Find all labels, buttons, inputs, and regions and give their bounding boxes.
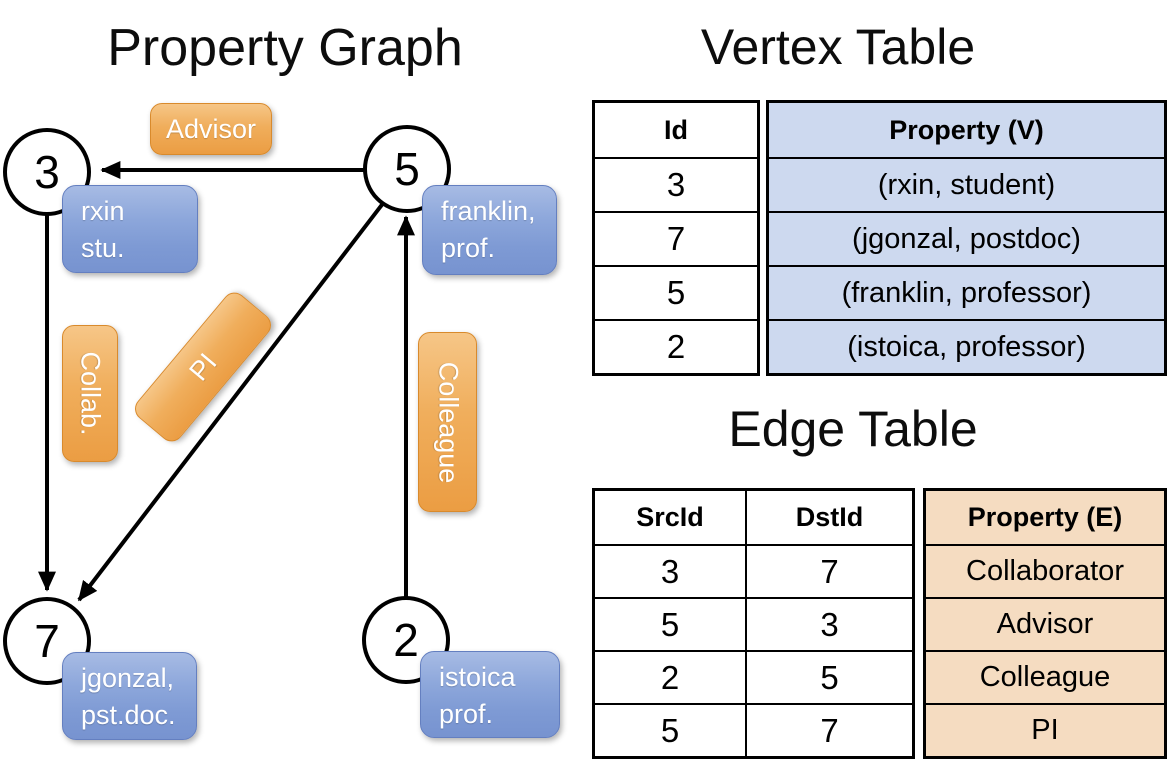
vertex-table-header-id: Id <box>664 114 688 145</box>
tables-pane: Vertex Table Id 3 7 5 2 Property (V) (rx… <box>585 0 1170 760</box>
vertex-property-box-rxin: rxin stu. <box>62 185 198 273</box>
edge-table-title: Edge Table <box>728 401 978 457</box>
vertex-node-2: 2 <box>362 596 450 684</box>
edge-table-cell-property: Colleague <box>926 650 1164 703</box>
edge-table-header-srcid: SrcId <box>636 502 704 532</box>
edge-table-header-property: Property (E) <box>967 502 1123 532</box>
vertex-table-property-column: Property (V) (rxin, student) (jgonzal, p… <box>766 100 1167 376</box>
edge-table-cell-property: PI <box>926 703 1164 756</box>
vertex-table-cell-id: 3 <box>595 157 757 211</box>
edge-label-colleague: Colleague <box>418 332 477 512</box>
edge-table-cell-dstid: 7 <box>745 703 912 756</box>
vertex-table-cell-id: 7 <box>595 211 757 265</box>
vertex-property-line1: rxin <box>81 196 125 226</box>
vertex-table-cell-property: (franklin, professor) <box>769 265 1164 319</box>
vertex-table-cell-id: 2 <box>595 319 757 373</box>
edge-label-text: Advisor <box>165 113 257 144</box>
edge-table-cell-dstid: 7 <box>745 544 912 597</box>
edge-label-text: PI <box>182 347 223 387</box>
edge-table-property-column: Property (E) Collaborator Advisor Collea… <box>923 488 1167 759</box>
vertex-table-cell-property: (jgonzal, postdoc) <box>769 211 1164 265</box>
vertex-property-line1: franklin, <box>441 196 536 226</box>
property-graph-pane: Property Graph 3 5 7 2 rxin stu. frankli… <box>3 19 560 740</box>
edge-5-to-7-pi <box>77 170 409 602</box>
edge-table-cell-srcid: 2 <box>595 650 745 703</box>
vertex-property-line2: prof. <box>439 699 494 729</box>
edge-table-cell-dstid: 3 <box>745 597 912 650</box>
edge-table-cell-property: Advisor <box>926 597 1164 650</box>
vertex-property-line2: pst.doc. <box>81 700 176 730</box>
edge-table-header-dstid: DstId <box>745 491 912 544</box>
vertex-property-line1: jgonzal, <box>81 663 175 693</box>
vertex-table-header-property: Property (V) <box>889 114 1044 145</box>
edge-label-collab: Collab. <box>62 325 118 462</box>
edge-table-cell-property: Collaborator <box>926 544 1164 597</box>
property-graph-title: Property Graph <box>107 19 463 77</box>
vertex-table-cell-id: 5 <box>595 265 757 319</box>
vertex-table-cell-property: (rxin, student) <box>769 157 1164 211</box>
edge-label-text: Colleague <box>433 361 463 483</box>
vertex-property-box-jgonzal: jgonzal, pst.doc. <box>62 652 197 740</box>
edge-table-cell-srcid: 5 <box>595 597 745 650</box>
edge-label-advisor: Advisor <box>150 103 272 155</box>
edge-table-id-columns: SrcId DstId 3 7 5 3 2 5 5 7 <box>592 488 915 759</box>
edge-table-cell-dstid: 5 <box>745 650 912 703</box>
vertex-table-cell-property: (istoica, professor) <box>769 319 1164 373</box>
graph-edges-layer <box>38 161 415 638</box>
vertex-property-box-istoica: istoica prof. <box>420 651 560 738</box>
vertex-table-title: Vertex Table <box>700 19 976 75</box>
edge-table-cell-srcid: 3 <box>595 544 745 597</box>
vertex-property-line2: prof. <box>441 233 496 263</box>
edge-label-text: Collab. <box>75 351 106 436</box>
vertex-property-box-franklin: franklin, prof. <box>422 185 557 275</box>
vertex-table-id-column: Id 3 7 5 2 <box>592 100 760 376</box>
edge-table-cell-srcid: 5 <box>595 703 745 756</box>
vertex-property-line1: istoica <box>439 662 516 692</box>
vertex-property-line2: stu. <box>81 233 125 263</box>
vertex-node-5: 5 <box>363 125 451 213</box>
